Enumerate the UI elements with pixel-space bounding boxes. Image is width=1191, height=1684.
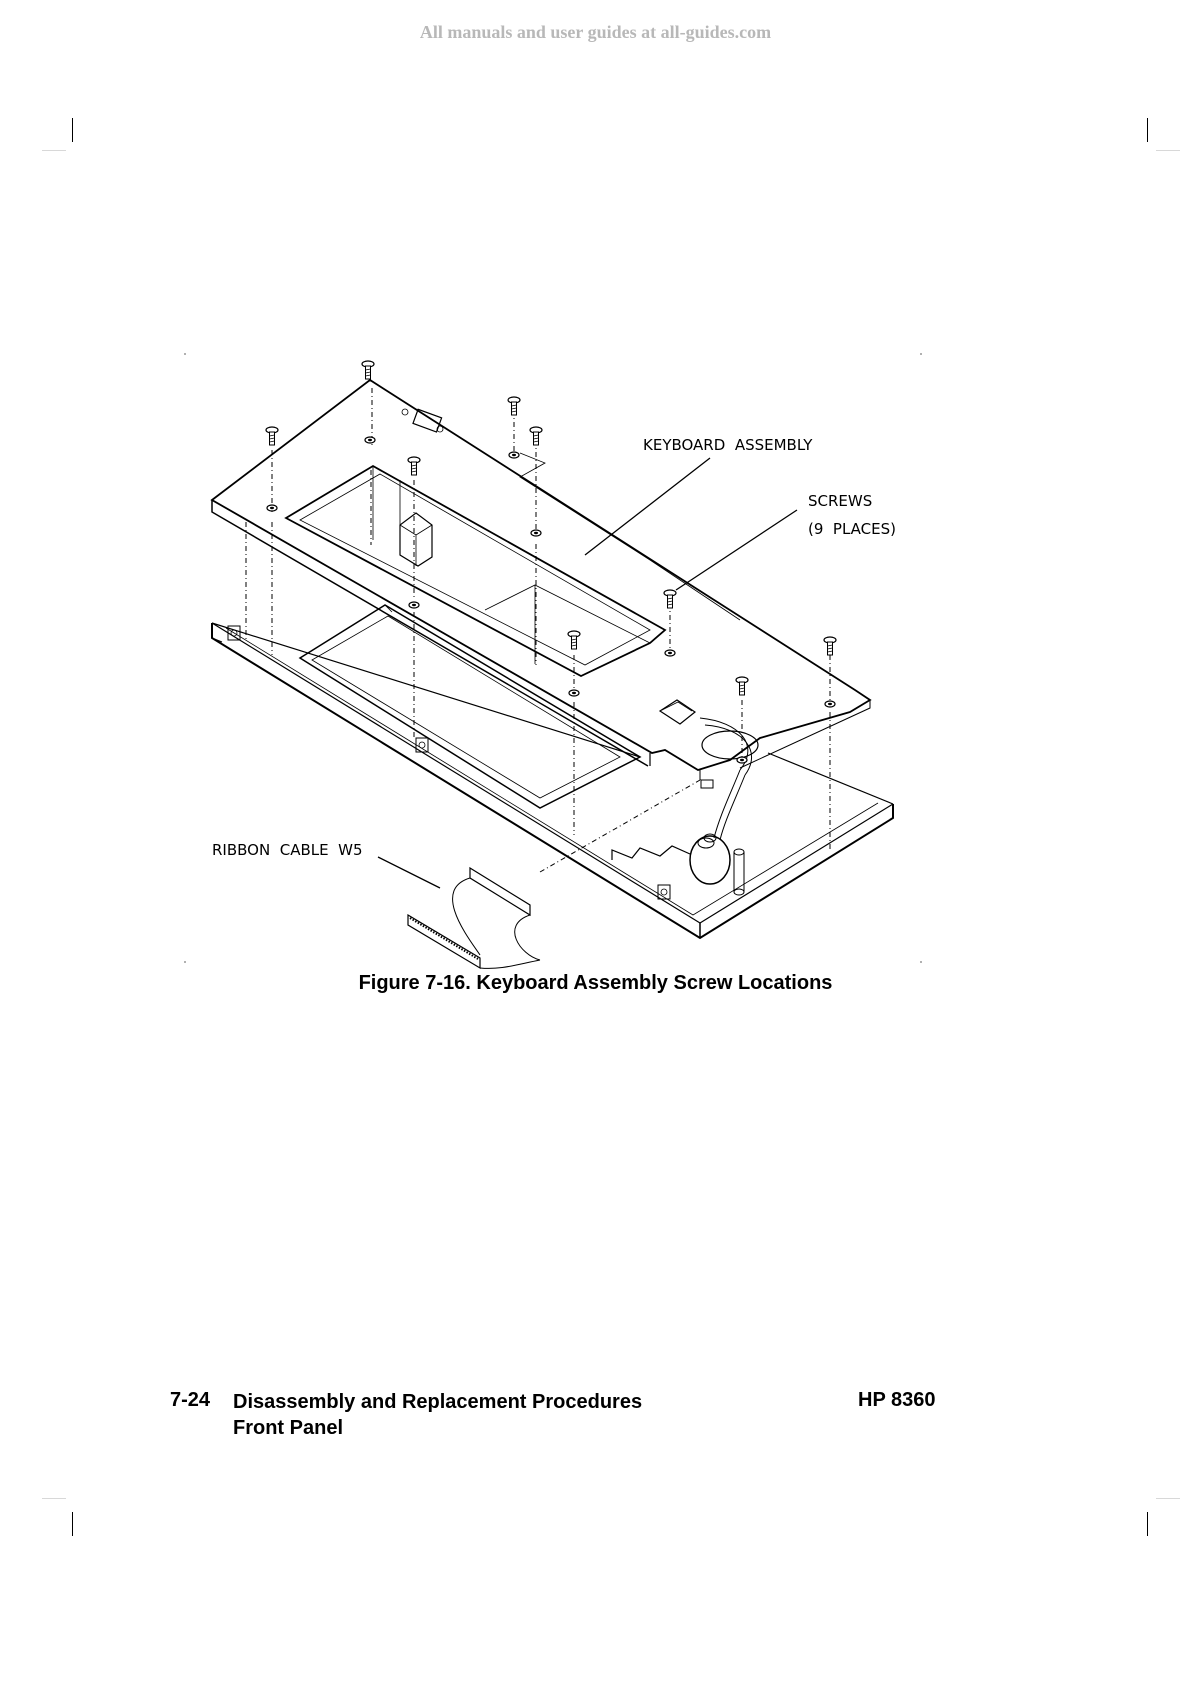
section-title: Disassembly and Replacement Procedures bbox=[233, 1389, 642, 1415]
label-screws-places: (9 PLACES) bbox=[808, 520, 896, 538]
figure-caption: Figure 7-16. Keyboard Assembly Screw Loc… bbox=[0, 972, 1191, 995]
page-number: 7-24 bbox=[170, 1389, 210, 1412]
label-ribbon-cable: RIBBON CABLE W5 bbox=[212, 841, 363, 859]
label-screws: SCREWS bbox=[808, 492, 872, 510]
label-keyboard-assembly: KEYBOARD ASSEMBLY bbox=[643, 436, 813, 454]
ribbon-cable-w5 bbox=[408, 868, 540, 968]
subsection-title: Front Panel bbox=[233, 1415, 642, 1441]
model-number: HP 8360 bbox=[858, 1389, 935, 1412]
footer-section: Disassembly and Replacement Procedures F… bbox=[233, 1389, 642, 1441]
